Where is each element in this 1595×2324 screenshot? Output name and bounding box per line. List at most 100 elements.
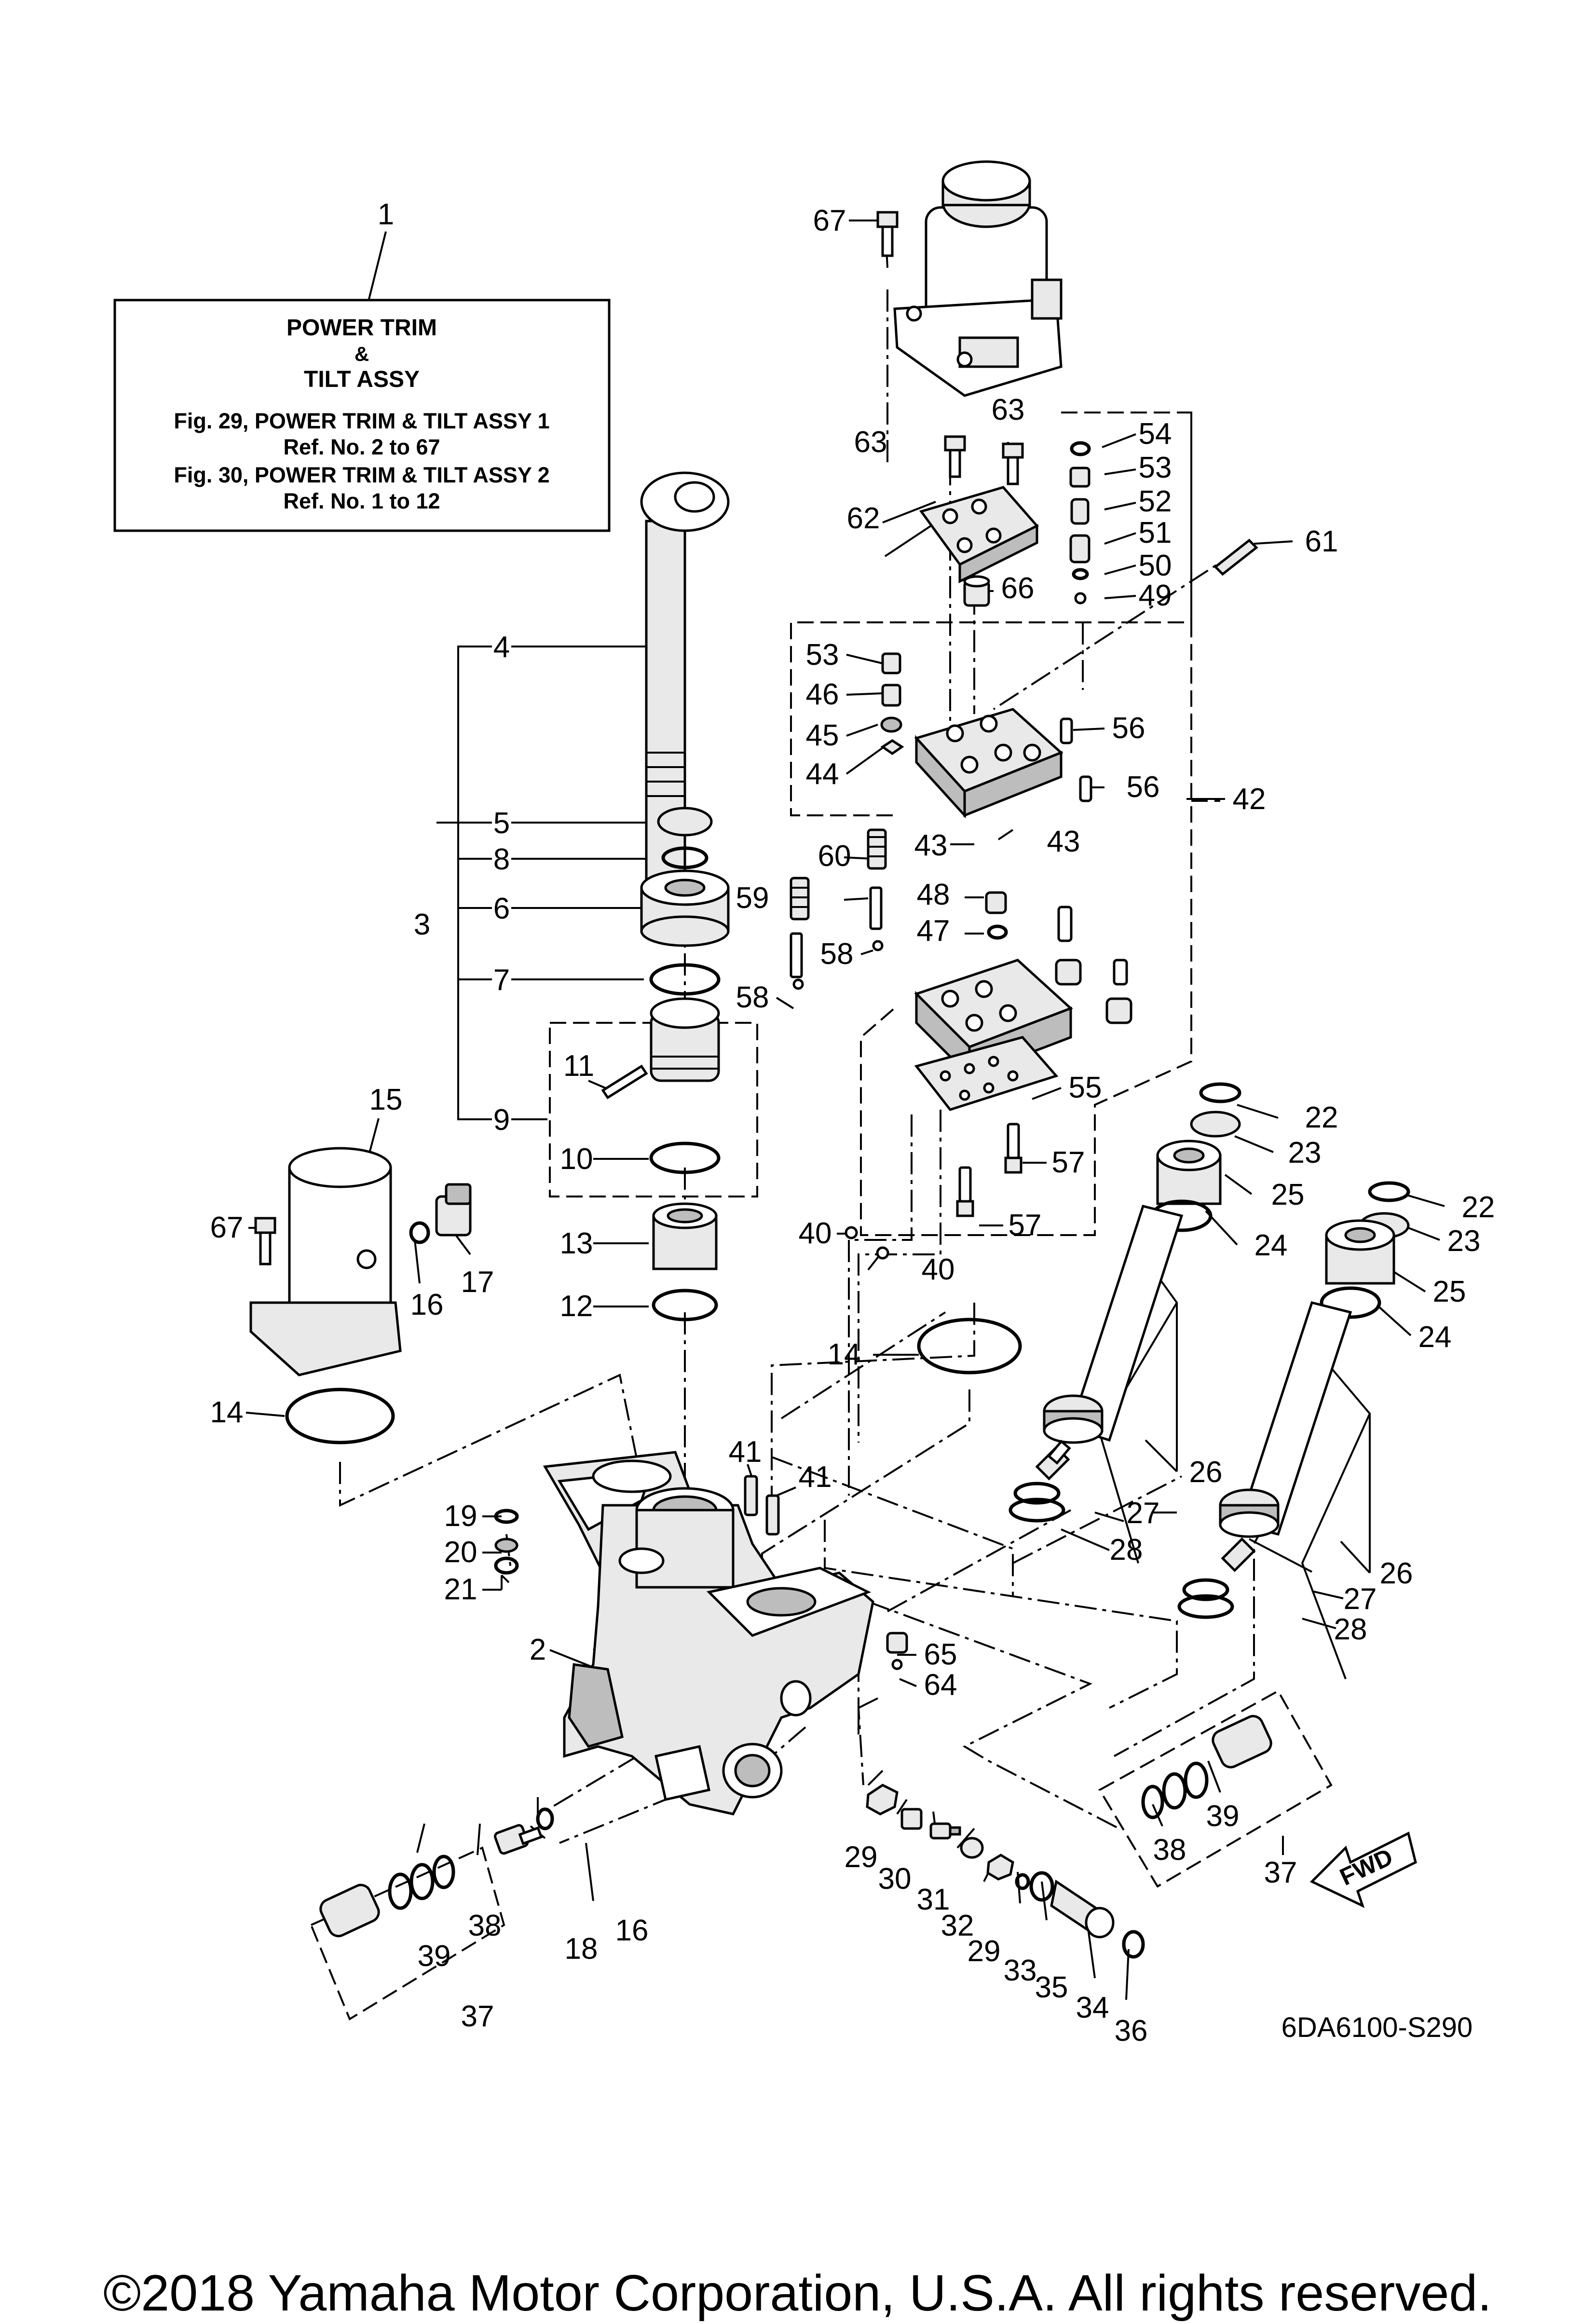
callout-62: 62 [847, 502, 880, 535]
callout-39: 39 [418, 1939, 451, 1973]
info-box-title-3: TILT ASSY [304, 367, 420, 392]
callout-10: 10 [560, 1142, 593, 1176]
screw-67-left [254, 1217, 276, 1265]
callout-47: 47 [917, 914, 950, 948]
callout-42: 42 [1233, 783, 1266, 816]
callout-17: 17 [461, 1265, 494, 1299]
callout-58: 58 [736, 981, 769, 1014]
callout-38: 38 [468, 1909, 502, 1942]
callout-27: 27 [1127, 1497, 1160, 1530]
callout-48: 48 [917, 878, 950, 911]
pin-11 [601, 1064, 648, 1100]
callout-14: 14 [828, 1338, 861, 1371]
springs-60-59 [790, 828, 887, 921]
callout-18: 18 [565, 1932, 598, 1966]
manual-valve-parts [866, 1784, 1145, 1959]
callout-15: 15 [369, 1083, 403, 1116]
check-valve-right [1141, 1715, 1272, 1819]
oring-14-left [285, 1388, 395, 1444]
callout-23: 23 [1288, 1136, 1322, 1169]
oring-10 [649, 1141, 721, 1174]
callout-37: 37 [1264, 1856, 1297, 1889]
cap-6 [640, 869, 730, 947]
callout-16: 16 [615, 1914, 649, 1947]
callout-34: 34 [1076, 1991, 1109, 2024]
bolt-left-26 [1035, 1440, 1071, 1481]
callout-4: 4 [493, 631, 510, 664]
tilt-ram-4 [640, 471, 730, 908]
callout-50: 50 [1139, 549, 1172, 582]
oring-8 [661, 846, 709, 869]
fitting-18 [494, 1824, 543, 1855]
callout-2: 2 [530, 1633, 546, 1666]
callout-60: 60 [818, 839, 851, 873]
callout-13: 13 [560, 1227, 593, 1260]
valve-body-upper [914, 708, 1063, 819]
callout-31: 31 [917, 1883, 950, 1916]
callout-20: 20 [444, 1536, 477, 1569]
washer-21 [494, 1556, 519, 1575]
washer-20 [494, 1538, 518, 1553]
cylinder-cap-right-lower [1320, 1181, 1410, 1319]
plate-55-holes [940, 1056, 1019, 1101]
valve-pins [1055, 906, 1132, 1024]
screws-57 [956, 1123, 1022, 1217]
callout-12: 12 [560, 1290, 593, 1323]
pin-41-b [765, 1494, 780, 1536]
callout-14: 14 [210, 1396, 244, 1429]
callout-57: 57 [1052, 1146, 1085, 1179]
trim-rod-right [1238, 1301, 1352, 1536]
ball-40-b [876, 1246, 889, 1260]
callout-35: 35 [1035, 1971, 1068, 2004]
trim-piston-left [1043, 1394, 1104, 1444]
callout-11: 11 [563, 1049, 594, 1083]
oring-27-right [1182, 1578, 1229, 1601]
callout-1: 1 [378, 198, 394, 231]
callout-22: 22 [1462, 1191, 1495, 1224]
pin-41-a [744, 1475, 758, 1516]
reservoir-15 [249, 1147, 402, 1376]
callout-41: 41 [729, 1435, 762, 1469]
callout-64: 64 [924, 1668, 957, 1702]
callout-labels: 1 67 63 63 62 66 54 53 52 51 50 49 61 53… [210, 198, 1495, 2048]
callout-53: 53 [806, 638, 839, 672]
callout-63: 63 [854, 426, 887, 459]
callout-27: 27 [1344, 1582, 1377, 1616]
callout-29: 29 [845, 1841, 878, 1874]
copyright-notice: ©2018 Yamaha Motor Corporation, U.S.A. A… [103, 2265, 1492, 2322]
callout-6: 6 [493, 892, 510, 925]
callout-36: 36 [1115, 2014, 1148, 2048]
callout-55: 55 [1069, 1071, 1102, 1104]
callout-39: 39 [1206, 1800, 1240, 1833]
ball-40-a [845, 1226, 858, 1239]
callout-5: 5 [493, 807, 510, 840]
ball-64 [891, 1659, 903, 1670]
callout-30: 30 [878, 1862, 912, 1896]
part-48 [985, 891, 1007, 914]
callout-23: 23 [1447, 1224, 1481, 1258]
callout-54: 54 [1139, 417, 1172, 451]
plug-17 [435, 1183, 472, 1237]
callout-33: 33 [1004, 1954, 1037, 1987]
callout-38: 38 [1153, 1833, 1186, 1867]
oring-47 [987, 924, 1008, 940]
callout-22: 22 [1305, 1101, 1338, 1134]
callout-29: 29 [968, 1935, 1001, 1968]
callout-67: 67 [210, 1211, 244, 1244]
trim-rod-left [1069, 1205, 1184, 1442]
callout-25: 25 [1433, 1275, 1466, 1308]
callout-65: 65 [924, 1638, 957, 1671]
callout-19: 19 [444, 1499, 477, 1533]
washer-19 [494, 1509, 519, 1524]
callout-7: 7 [493, 963, 510, 997]
callout-51: 51 [1139, 516, 1172, 550]
callout-40: 40 [922, 1253, 955, 1286]
callout-8: 8 [493, 843, 510, 876]
callout-66: 66 [1001, 572, 1035, 605]
info-box-ref-2: Ref. No. 2 to 67 [283, 435, 440, 459]
info-box: POWER TRIM & TILT ASSY Fig. 29, POWER TR… [113, 231, 611, 532]
callout-56: 56 [1127, 770, 1160, 804]
callout-9: 9 [493, 1103, 510, 1137]
callout-28: 28 [1110, 1533, 1143, 1567]
diagram-code: 6DA6100-S290 [1281, 2012, 1473, 2043]
